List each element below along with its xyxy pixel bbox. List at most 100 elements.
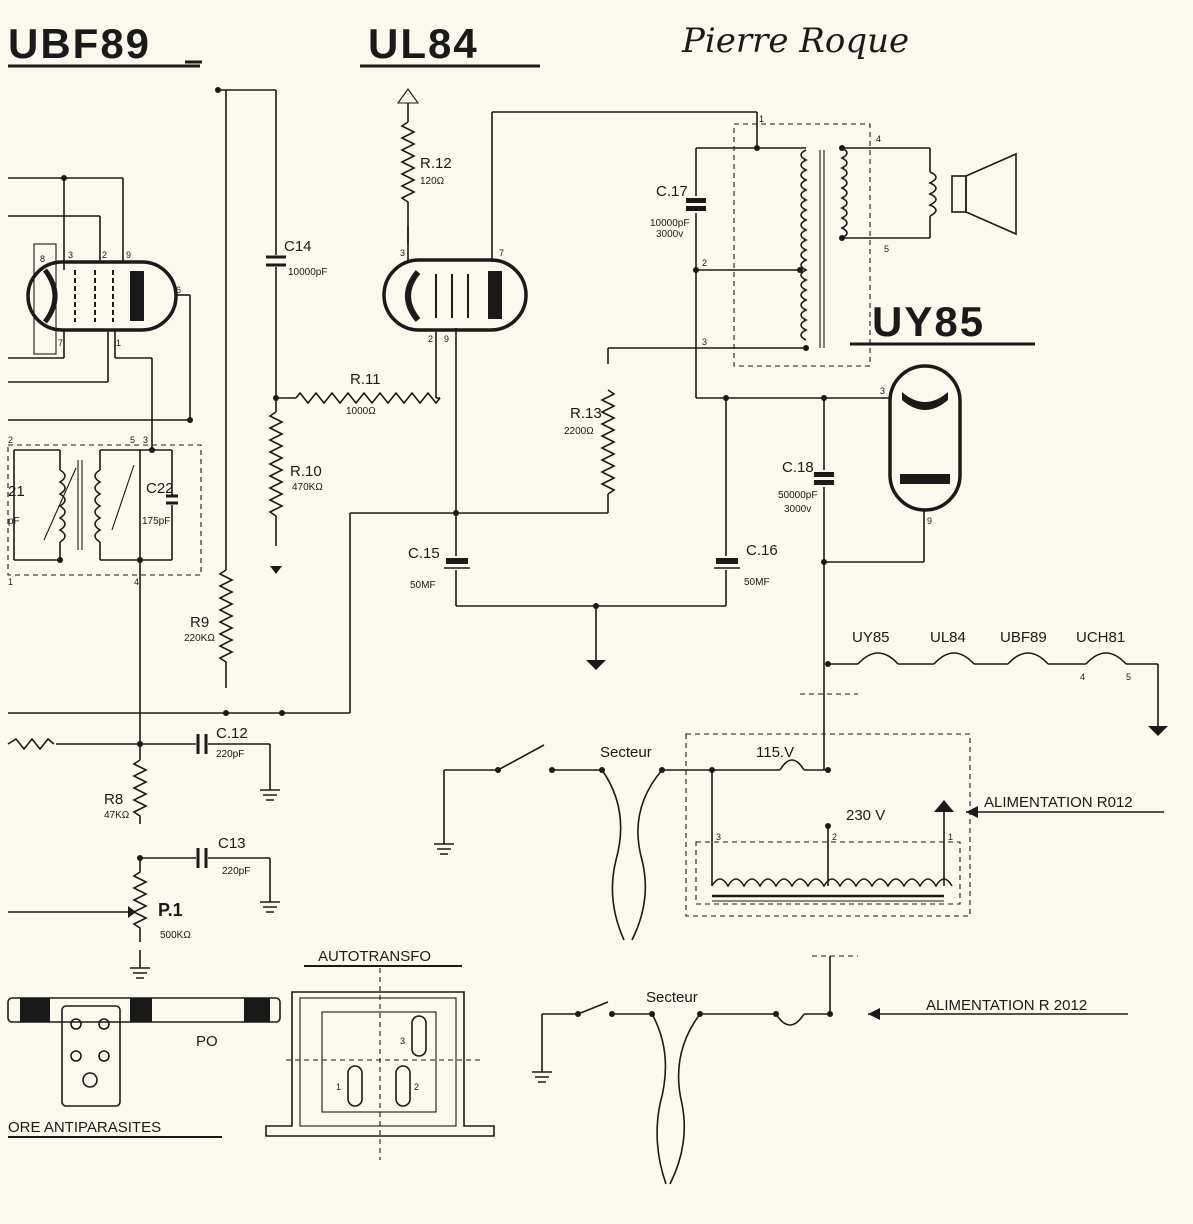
autotransfo-label: AUTOTRANSFO <box>318 948 431 965</box>
c16-value: 50MF <box>744 577 770 588</box>
r13-value: 2200Ω <box>564 426 594 437</box>
c14-r9-wiring <box>215 87 441 688</box>
r8-label: R8 <box>104 791 123 808</box>
ubf89-pin-1: 1 <box>116 338 121 348</box>
r9-label: R9 <box>190 614 209 631</box>
c13-label: C13 <box>218 835 246 852</box>
autotransfo-pin-3: 3 <box>400 1036 405 1046</box>
r10-value: 470KΩ <box>292 482 323 493</box>
r10-label: R.10 <box>290 463 322 480</box>
uy85-pin-9: 9 <box>927 516 932 526</box>
r13-label: R.13 <box>570 405 602 422</box>
secteur-label-1: Secteur <box>600 744 652 761</box>
po-label: PO <box>196 1033 218 1050</box>
ubf89-pin-9: 9 <box>126 250 131 260</box>
power-supply-r012 <box>434 744 1164 941</box>
heater-ubf89-label: UBF89 <box>1000 629 1047 646</box>
title-ul84: UL84 <box>368 20 479 67</box>
r11-value: 1000Ω <box>346 406 376 417</box>
ubf89-pin-7: 7 <box>58 338 63 348</box>
autotransformer-box <box>695 841 961 905</box>
c17-label: C.17 <box>656 183 688 200</box>
c18-value: 50000pF <box>778 490 817 501</box>
if-pin-3: 3 <box>143 435 148 445</box>
ferrite-antenna-rod <box>7 997 281 1107</box>
uy85-tube-symbol <box>888 364 962 512</box>
p1-label: P.1 <box>158 900 183 920</box>
if-pin-4: 4 <box>134 577 139 587</box>
c17-voltage: 3000v <box>656 229 683 240</box>
autotransfo-pin-1: 1 <box>336 1082 341 1092</box>
ubf89-wiring <box>8 175 193 450</box>
if-pin-5: 5 <box>130 435 135 445</box>
ul84-pin-3: 3 <box>400 248 405 258</box>
r12-label: R.12 <box>420 155 452 172</box>
if-pin-2: 2 <box>8 435 13 445</box>
r8-value: 47KΩ <box>104 810 130 821</box>
c17-value: 10000pF <box>650 218 689 229</box>
c15-value: 50MF <box>410 580 436 591</box>
heater-uy85-label: UY85 <box>852 629 890 646</box>
ul84-pin-7: 7 <box>499 248 504 258</box>
alimentation-r012-label: ALIMENTATION R012 <box>984 794 1133 811</box>
psu-pin-1: 1 <box>948 832 953 842</box>
autotransfo-pin-2: 2 <box>414 1082 419 1092</box>
autotransfo-symbol <box>265 968 495 1160</box>
heater-uch81-label: UCH81 <box>1076 629 1125 646</box>
c22-label: C22 <box>146 480 174 497</box>
ot-pin-3: 3 <box>702 337 707 347</box>
v230-label: 230 V <box>846 807 885 824</box>
power-supply-r2012 <box>532 955 1128 1185</box>
uy85-wiring <box>800 398 925 770</box>
ul84-pin-2: 2 <box>428 334 433 344</box>
heater-chain <box>828 652 1168 736</box>
if-transformer-coils <box>13 447 178 575</box>
r9-value: 220KΩ <box>184 633 215 644</box>
heater-pin-4: 4 <box>1080 672 1085 682</box>
heater-ul84-label: UL84 <box>930 629 966 646</box>
c14-value: 10000pF <box>288 267 327 278</box>
ground-symbols-left <box>130 789 280 979</box>
ubf89-pin-8: 8 <box>40 254 45 264</box>
c18-voltage: 3000v <box>784 504 811 515</box>
power-unit-r012-box <box>685 733 971 917</box>
c22-value: 175pF <box>142 516 170 527</box>
ot-pin-2: 2 <box>702 258 707 268</box>
c12-value: 220pF <box>216 749 244 760</box>
heater-pin-5: 5 <box>1126 672 1131 682</box>
p1-value: 500KΩ <box>160 930 191 941</box>
ot-pin-4: 4 <box>876 134 881 144</box>
title-ubf89: UBF89 <box>8 20 151 67</box>
ubf89-pin-3: 3 <box>68 250 73 260</box>
v115-label: 115.V <box>756 744 794 761</box>
antiparasites-label: ORE ANTIPARASITES <box>8 1119 161 1136</box>
psu-pin-3: 3 <box>716 832 721 842</box>
c21-label: 21 <box>8 483 25 500</box>
loudspeaker-icon <box>951 152 1017 236</box>
ul84-pin-9: 9 <box>444 334 449 344</box>
c12-label: C.12 <box>216 725 248 742</box>
c16-label: C.16 <box>746 542 778 559</box>
ubf89-pin-6: 6 <box>176 285 181 295</box>
ot-pin-5: 5 <box>884 244 889 254</box>
c18-label: C.18 <box>782 459 814 476</box>
if-transformer-can <box>7 444 202 576</box>
title-uy85: UY85 <box>872 298 985 345</box>
ul84-wiring <box>349 88 809 713</box>
alimentation-r2012-label: ALIMENTATION R 2012 <box>926 997 1087 1014</box>
r11-label: R.11 <box>350 371 381 388</box>
output-transformer <box>686 145 937 401</box>
uy85-pin-3: 3 <box>880 386 885 396</box>
if-pin-1: 1 <box>8 577 13 587</box>
detector-wiring <box>7 575 350 968</box>
c21-value: pF <box>8 516 20 527</box>
ubf89-pin-2: 2 <box>102 250 107 260</box>
c15-label: C.15 <box>408 545 440 562</box>
secteur-label-2: Secteur <box>646 989 698 1006</box>
signature-handwriting: Pierre Roque <box>681 21 909 61</box>
c13-value: 220pF <box>222 866 250 877</box>
psu-pin-2: 2 <box>832 832 837 842</box>
c14-label: C14 <box>284 238 312 255</box>
